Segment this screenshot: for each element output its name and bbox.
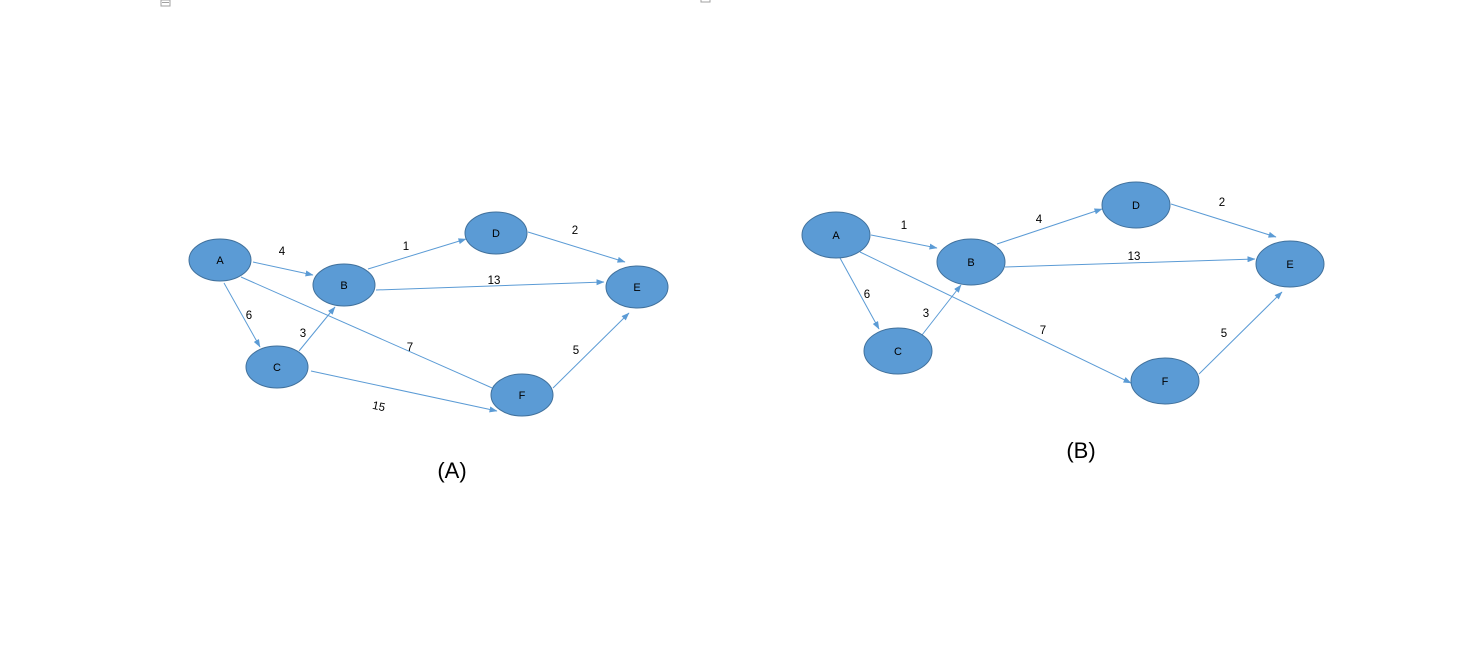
node-ellipse — [464, 211, 528, 255]
edge-a-a-b: 4 — [252, 246, 314, 277]
edge-weight-label: 4 — [1036, 214, 1043, 226]
edge-weight-label: 6 — [246, 310, 252, 322]
edge-arrow — [859, 251, 1132, 384]
edge-arrow — [996, 208, 1103, 245]
node-b-b: B — [936, 238, 1006, 286]
node-b-f: F — [1130, 357, 1200, 405]
edge-arrow — [839, 257, 880, 330]
edge-a-d-e: 2 — [527, 225, 626, 263]
edge-weight-label: 4 — [279, 246, 286, 258]
node-ellipse — [1255, 240, 1325, 288]
edge-b-a-f: 7 — [859, 251, 1132, 384]
node-label: D — [492, 228, 500, 240]
edge-arrow — [310, 370, 498, 413]
edge-a-a-c: 6 — [223, 282, 261, 348]
edge-weight-label: 5 — [1221, 328, 1227, 340]
edge-weight-label: 7 — [407, 342, 413, 354]
edge-weight-label: 13 — [488, 275, 501, 287]
edge-weight-label: 2 — [1219, 197, 1225, 209]
edge-weight-label: 5 — [573, 345, 579, 357]
edge-weight-label: 3 — [923, 308, 929, 320]
edge-weight-label: 6 — [864, 289, 870, 301]
node-label: D — [1132, 200, 1140, 212]
node-a-e: E — [605, 265, 669, 309]
edge-b-d-e: 2 — [1170, 197, 1277, 238]
edge-arrow — [1170, 203, 1277, 238]
edge-arrow — [921, 284, 962, 336]
node-a-d: D — [464, 211, 528, 255]
edge-weight-label: 1 — [901, 220, 907, 232]
node-b-d: D — [1101, 181, 1171, 229]
node-label: C — [894, 346, 902, 358]
edge-arrow — [375, 279, 605, 291]
edge-a-f-e: 5 — [552, 312, 630, 389]
graph-b: 1 6 7 3 4 13 2 5 A B C D E F (B) — [801, 181, 1325, 463]
edge-weight-label: 7 — [1040, 325, 1046, 337]
node-label: B — [967, 257, 974, 269]
node-label: A — [216, 255, 224, 267]
node-label: A — [832, 230, 840, 242]
edge-arrow — [1198, 291, 1283, 375]
edge-arrow — [240, 276, 500, 392]
edge-b-b-d: 4 — [996, 208, 1103, 245]
edge-b-b-e: 13 — [1004, 251, 1256, 268]
node-label: E — [1286, 259, 1293, 271]
edge-arrow — [367, 238, 467, 270]
node-label: B — [340, 280, 347, 292]
node-ellipse — [1130, 357, 1200, 405]
node-ellipse — [245, 345, 309, 389]
node-label: C — [273, 362, 281, 374]
edge-weight-label: 2 — [572, 225, 578, 237]
node-b-a: A — [801, 211, 871, 259]
node-ellipse — [605, 265, 669, 309]
edge-weight-label: 15 — [371, 400, 386, 414]
edge-b-a-c: 6 — [839, 257, 880, 330]
node-a-f: F — [490, 373, 554, 417]
node-ellipse — [863, 327, 933, 375]
node-a-a: A — [188, 238, 252, 282]
node-a-c: C — [245, 345, 309, 389]
node-b-c: C — [863, 327, 933, 375]
edge-weight-label: 1 — [403, 241, 409, 253]
edge-b-a-b: 1 — [870, 220, 938, 250]
edge-arrow — [870, 234, 938, 250]
edge-a-b-e: 13 — [375, 275, 605, 291]
node-ellipse — [801, 211, 871, 259]
graph-a: 4 6 7 3 1 13 2 15 5 A B C D E F (A) — [188, 211, 669, 483]
edge-b-c-b: 3 — [921, 284, 962, 336]
node-label: F — [1162, 376, 1169, 388]
edge-arrow — [223, 282, 261, 348]
node-label: F — [519, 390, 526, 402]
node-label: E — [633, 282, 640, 294]
edge-a-c-f: 15 — [310, 370, 498, 414]
edge-arrow — [252, 261, 314, 277]
edge-arrow — [298, 306, 336, 352]
edge-arrow — [527, 231, 626, 263]
node-ellipse — [936, 238, 1006, 286]
edge-a-b-d: 1 — [367, 238, 467, 270]
node-ellipse — [312, 263, 376, 307]
node-ellipse — [188, 238, 252, 282]
node-ellipse — [1101, 181, 1171, 229]
node-a-b: B — [312, 263, 376, 307]
edge-a-a-f: 7 — [240, 276, 500, 392]
edge-b-f-e: 5 — [1198, 291, 1283, 375]
node-ellipse — [490, 373, 554, 417]
caption-a: (A) — [437, 458, 466, 483]
node-b-e: E — [1255, 240, 1325, 288]
edge-a-c-b: 3 — [298, 306, 336, 352]
edge-arrow — [552, 312, 630, 389]
edge-arrow — [1004, 256, 1256, 268]
caption-b: (B) — [1066, 438, 1095, 463]
object-anchor-icon — [700, 0, 711, 3]
edge-weight-label: 3 — [300, 328, 306, 340]
edge-weight-label: 13 — [1128, 251, 1141, 263]
object-anchor-icon — [160, 0, 171, 7]
